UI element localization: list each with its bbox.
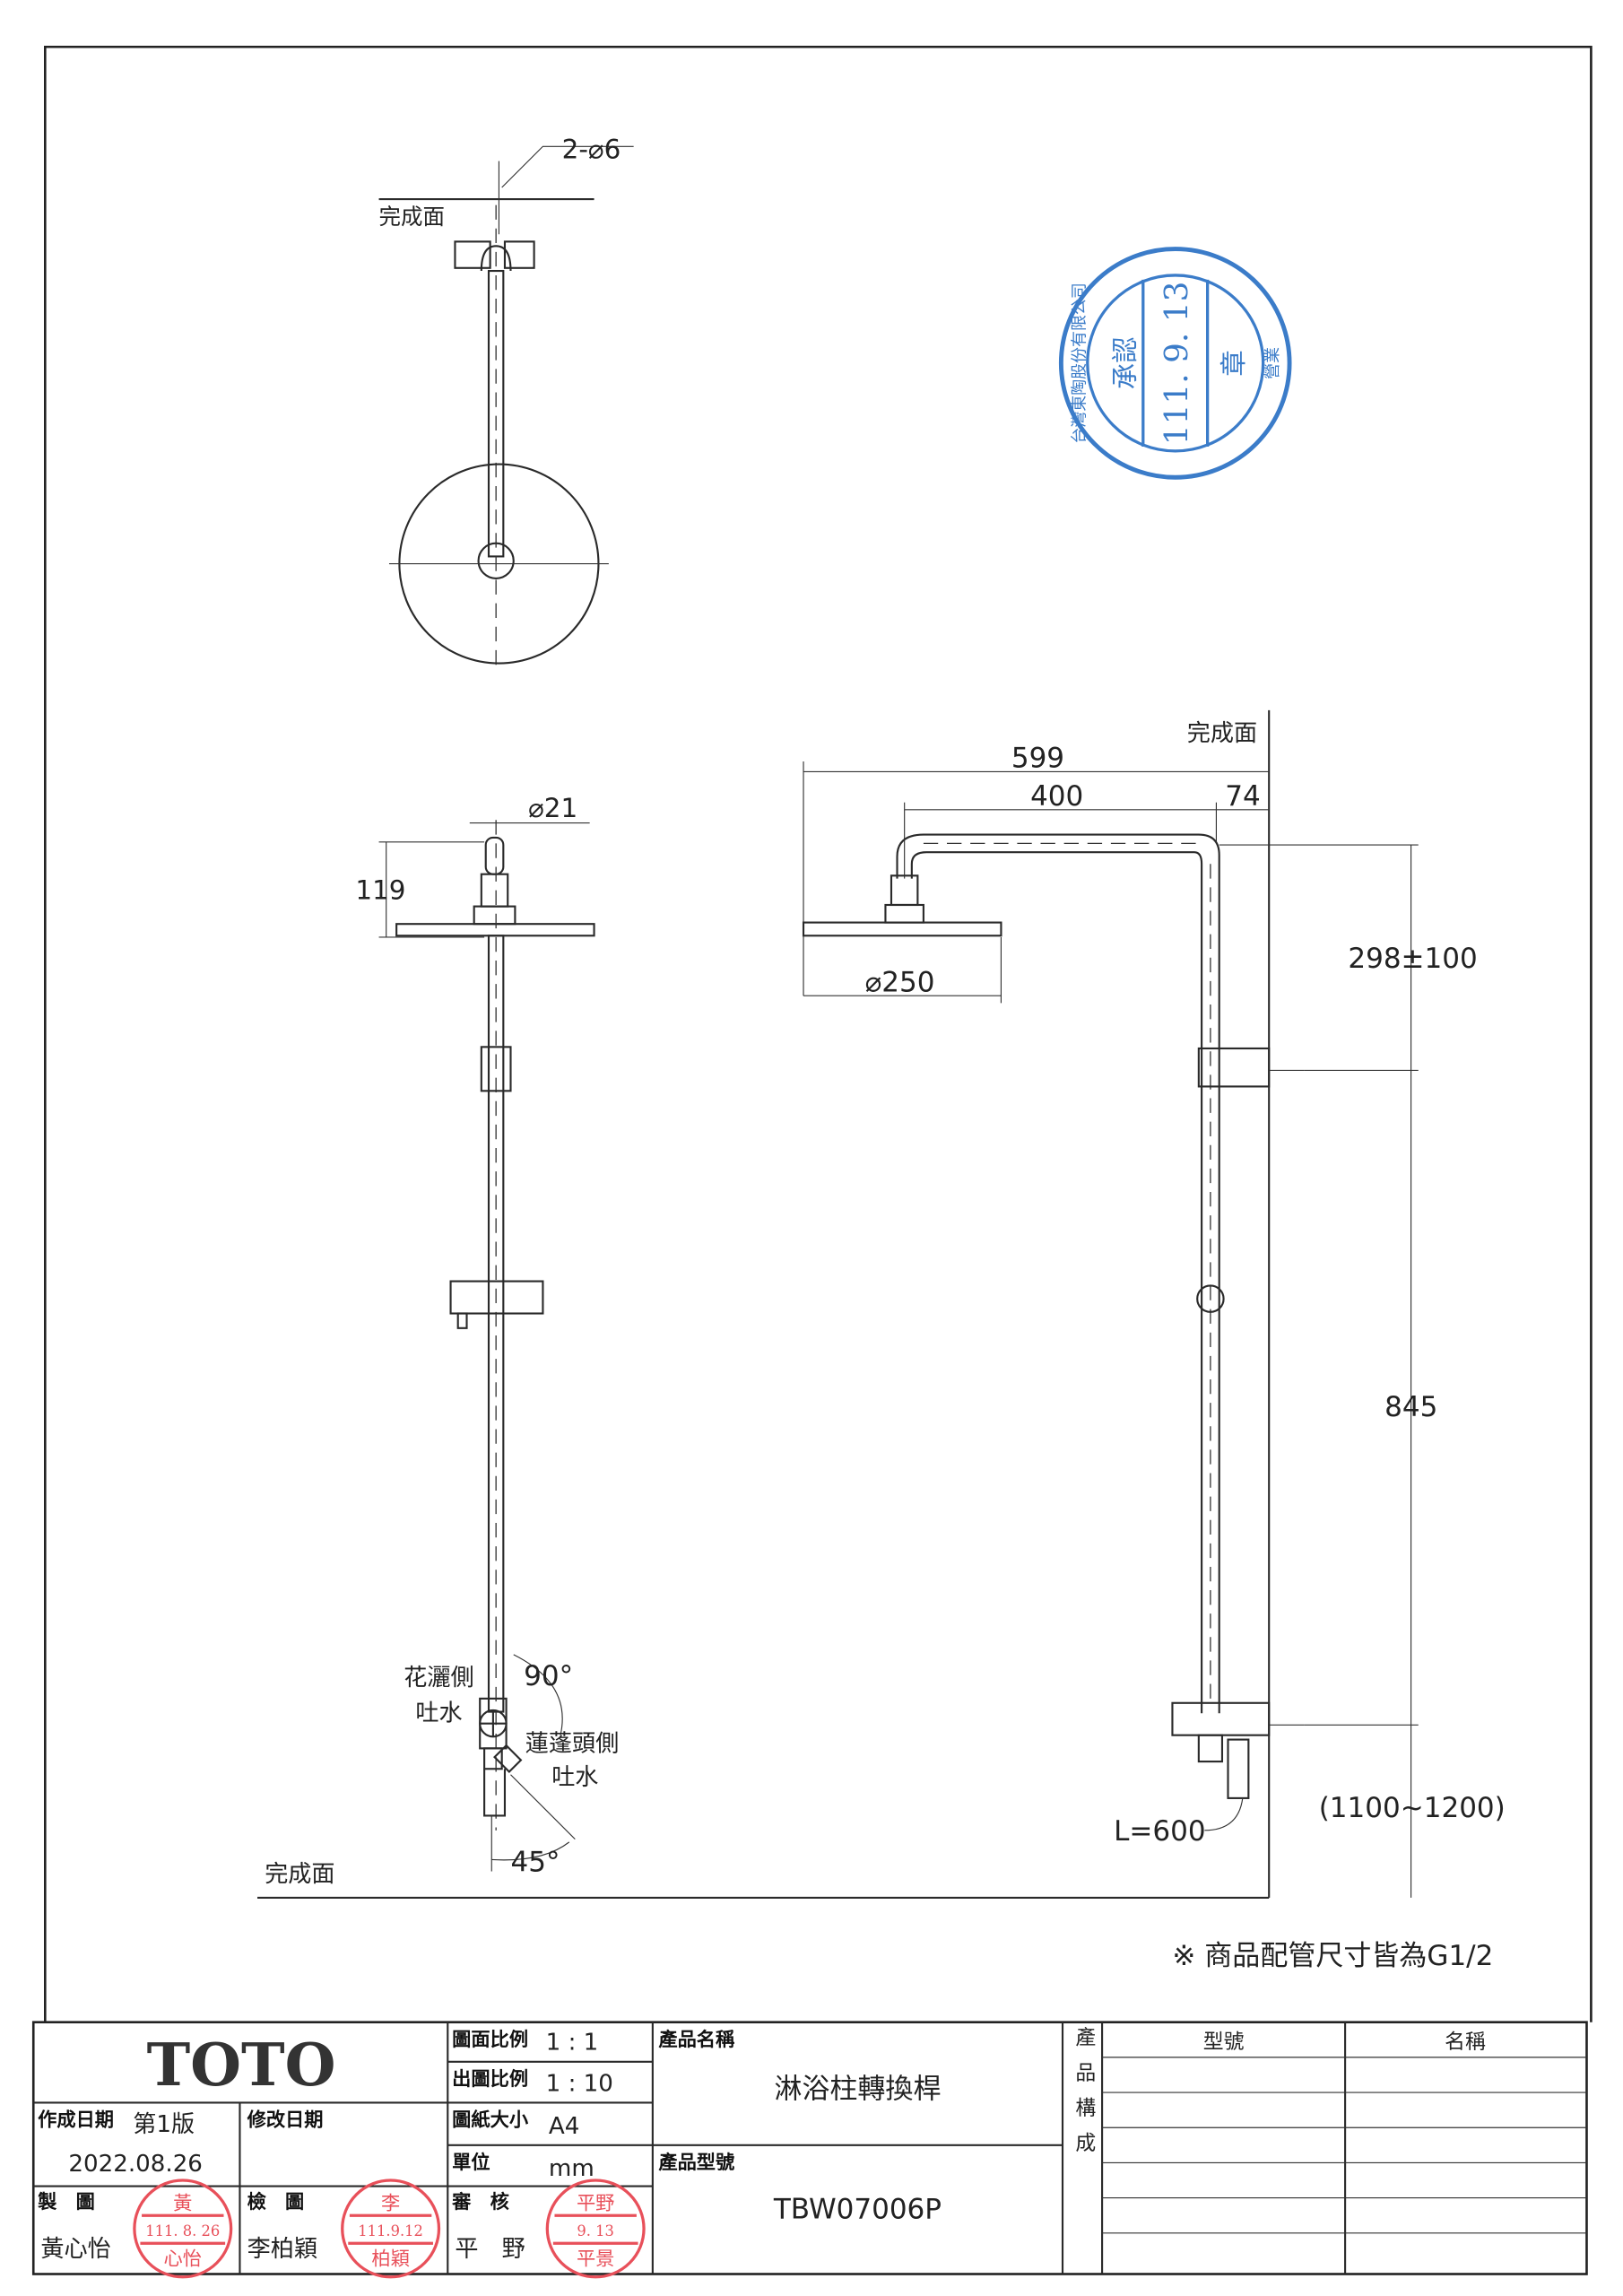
dim-599-label: 599 bbox=[1011, 743, 1064, 775]
angle-90-label: 90° bbox=[524, 1660, 573, 1692]
height-119-label: 119 bbox=[355, 874, 405, 905]
svg-text:出圖比例: 出圖比例 bbox=[452, 2068, 528, 2091]
head-diameter-label: ⌀250 bbox=[865, 966, 935, 998]
rain-side-label-2: 吐水 bbox=[415, 1700, 462, 1726]
checked-stamp: 李 111.9.12 柏穎 bbox=[341, 2179, 441, 2279]
top-surface-label: 完成面 bbox=[379, 204, 445, 230]
composition-label: 產品構成 bbox=[1072, 2027, 1096, 2168]
approval-stamp: 承認 111. 9. 13 章 台灣東陶股份有限公司 營業 bbox=[1058, 247, 1292, 480]
hand-side-label-2: 吐水 bbox=[551, 1764, 598, 1791]
svg-text:mm: mm bbox=[549, 2155, 595, 2182]
svg-text:第1版: 第1版 bbox=[133, 2111, 195, 2138]
drawn-stamp: 黃 111. 8. 26 心怡 bbox=[133, 2179, 233, 2279]
svg-text:作成日期: 作成日期 bbox=[38, 2109, 114, 2132]
side-surface-label: 完成面 bbox=[1187, 720, 1257, 747]
dim-install-label: (1100~1200) bbox=[1319, 1792, 1506, 1824]
title-block: TOTO 作成日期 第1版 2022.08.26 修改日期 圖面比例 1 : 1… bbox=[31, 2021, 1588, 2279]
pipe-size-note: ※ 商品配管尺寸皆為G1/2 bbox=[1172, 1940, 1493, 1972]
dim-adjust-label: 298±100 bbox=[1348, 943, 1477, 975]
dim-400-label: 400 bbox=[1030, 780, 1083, 813]
drawing-frame bbox=[44, 45, 1593, 2022]
diameter-21-label: ⌀21 bbox=[528, 793, 577, 823]
front-surface-label: 完成面 bbox=[265, 1861, 334, 1888]
svg-text:李: 李 bbox=[381, 2193, 400, 2215]
composition-header-name: 名稱 bbox=[1445, 2031, 1486, 2054]
svg-text:平野: 平野 bbox=[577, 2193, 614, 2215]
rain-side-label-1: 花灑側 bbox=[404, 1665, 473, 1692]
svg-text:1 : 1: 1 : 1 bbox=[546, 2030, 599, 2057]
drawn-by: 黃心怡 bbox=[40, 2236, 110, 2263]
approved-stamp: 平野 9. 13 平景 bbox=[545, 2179, 646, 2279]
svg-text:平景: 平景 bbox=[577, 2248, 614, 2271]
created-date: 2022.08.26 bbox=[68, 2151, 203, 2178]
svg-text:檢 圖: 檢 圖 bbox=[247, 2190, 305, 2213]
side-view: 完成面 599 400 74 ⌀250 L=600 298±100 845 bbox=[802, 709, 1506, 1898]
dim-74-label: 74 bbox=[1225, 780, 1260, 813]
svg-text:111. 9. 13: 111. 9. 13 bbox=[1159, 282, 1195, 446]
svg-text:圖面比例: 圖面比例 bbox=[452, 2029, 528, 2051]
svg-text:單位: 單位 bbox=[452, 2151, 490, 2174]
svg-text:產品名稱: 產品名稱 bbox=[658, 2028, 735, 2051]
svg-text:111. 8. 26: 111. 8. 26 bbox=[145, 2222, 220, 2239]
hole-spec-label: 2-⌀6 bbox=[562, 134, 621, 164]
svg-text:台灣東陶股份有限公司: 台灣東陶股份有限公司 bbox=[1070, 283, 1089, 443]
svg-text:營業: 營業 bbox=[1263, 347, 1282, 379]
checked-by: 李柏穎 bbox=[247, 2236, 317, 2263]
svg-text:黃: 黃 bbox=[173, 2193, 192, 2215]
angle-45-label: 45° bbox=[510, 1847, 560, 1879]
top-view: 完成面 2-⌀6 bbox=[378, 134, 634, 674]
svg-text:A4: A4 bbox=[549, 2113, 579, 2140]
svg-text:柏穎: 柏穎 bbox=[371, 2248, 409, 2271]
approved-by: 平 野 bbox=[455, 2236, 525, 2263]
svg-text:心怡: 心怡 bbox=[164, 2248, 202, 2271]
product-model: TBW07006P bbox=[773, 2193, 942, 2225]
hose-length-label: L=600 bbox=[1114, 1815, 1205, 1848]
svg-text:1 : 10: 1 : 10 bbox=[546, 2070, 613, 2097]
toto-logo: TOTO bbox=[147, 2031, 336, 2100]
svg-text:111.9.12: 111.9.12 bbox=[358, 2222, 423, 2239]
svg-text:產品型號: 產品型號 bbox=[658, 2151, 734, 2174]
composition-header-model: 型號 bbox=[1203, 2031, 1245, 2054]
svg-text:章: 章 bbox=[1219, 350, 1249, 376]
product-name: 淋浴柱轉換桿 bbox=[774, 2074, 941, 2106]
hand-side-label-1: 蓮蓬頭側 bbox=[525, 1731, 619, 1758]
dim-845-label: 845 bbox=[1384, 1391, 1437, 1423]
front-view: 119 ⌀21 花灑側 吐水 90° 蓮蓬頭側 吐水 45° 完成面 bbox=[257, 793, 1270, 1899]
svg-text:9. 13: 9. 13 bbox=[577, 2222, 614, 2239]
svg-text:承認: 承認 bbox=[1110, 337, 1141, 390]
svg-text:製 圖: 製 圖 bbox=[37, 2190, 95, 2213]
svg-text:審 核: 審 核 bbox=[451, 2190, 509, 2213]
svg-text:圖紙大小: 圖紙大小 bbox=[452, 2109, 529, 2132]
svg-text:修改日期: 修改日期 bbox=[247, 2109, 324, 2132]
